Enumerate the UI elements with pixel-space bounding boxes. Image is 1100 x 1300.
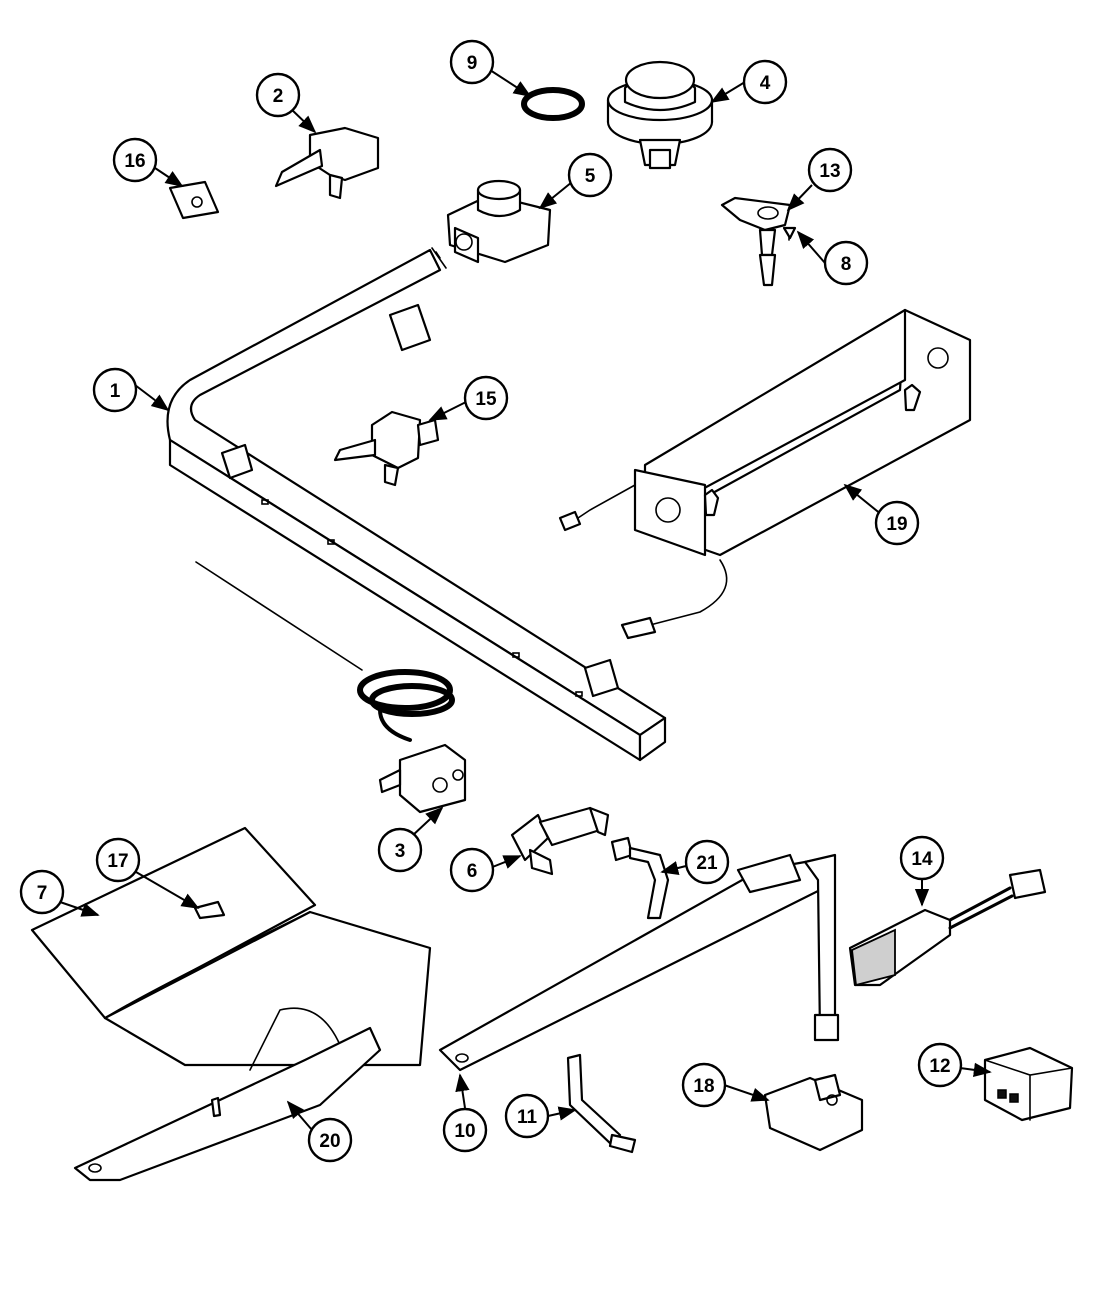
igniter-14: [848, 868, 1047, 987]
svg-text:11: 11: [517, 1107, 538, 1128]
leader-3: [411, 806, 444, 837]
clip-17: [193, 900, 226, 920]
screw-8: [782, 226, 797, 241]
burner-head-4: [606, 60, 714, 170]
callout-8: 8: [823, 240, 869, 286]
callout-3: 3: [377, 827, 423, 873]
svg-text:9: 9: [467, 53, 478, 74]
leader-7: [59, 901, 100, 917]
callout-9: 9: [449, 39, 495, 85]
leader-12: [959, 1062, 992, 1077]
callout-7: 7: [19, 869, 65, 915]
leader-4: [710, 81, 746, 103]
manifold-pipe: [166, 247, 667, 762]
callout-1: 1: [92, 367, 138, 413]
callout-16: 16: [112, 137, 158, 183]
callout-11: 11: [504, 1093, 550, 1139]
callout-4: 4: [742, 59, 788, 105]
svg-text:15: 15: [475, 389, 497, 410]
leader-15: [428, 401, 467, 421]
svg-text:7: 7: [37, 883, 48, 904]
svg-text:5: 5: [585, 166, 596, 187]
svg-text:21: 21: [696, 853, 718, 874]
tube-11: [566, 1053, 637, 1154]
svg-text:17: 17: [107, 851, 128, 872]
svg-text:19: 19: [886, 514, 907, 535]
callout-17: 17: [95, 837, 141, 883]
svg-text:3: 3: [395, 841, 406, 862]
burner-20: [73, 1026, 382, 1182]
leader-8: [796, 230, 826, 264]
svg-text:10: 10: [454, 1121, 475, 1142]
heat-shield-7: [30, 826, 432, 1076]
callout-15: 15: [463, 375, 509, 421]
callout-6: 6: [449, 847, 495, 893]
svg-text:13: 13: [819, 161, 840, 182]
leader-2: [289, 107, 317, 134]
electrode-13: [720, 196, 792, 287]
svg-text:14: 14: [911, 849, 933, 870]
svg-text:12: 12: [929, 1056, 950, 1077]
bake-burner-10: [438, 853, 840, 1072]
leader-11: [547, 1106, 577, 1121]
regulator-5: [446, 179, 552, 264]
callout-2: 2: [255, 72, 301, 118]
valve-15: [333, 410, 440, 487]
svg-text:8: 8: [841, 254, 852, 275]
switch-18: [763, 1073, 864, 1152]
oven-burner-bracket-19: [558, 308, 972, 640]
callout-19: 19: [874, 500, 920, 546]
callout-18: 18: [681, 1062, 727, 1108]
svg-text:6: 6: [467, 861, 478, 882]
leader-16: [154, 167, 184, 187]
callout-12: 12: [917, 1042, 963, 1088]
callout-5: 5: [567, 152, 613, 198]
leader-13: [786, 184, 813, 212]
leader-5: [538, 181, 573, 210]
svg-text:18: 18: [693, 1076, 714, 1097]
clip-16: [168, 180, 220, 220]
leader-10: [455, 1073, 470, 1109]
leader-17: [135, 871, 200, 909]
leader-18: [723, 1084, 770, 1102]
leader-20: [286, 1100, 313, 1131]
svg-text:2: 2: [273, 86, 284, 107]
callout-21: 21: [684, 839, 730, 885]
leader-6: [489, 855, 522, 869]
thermostat-3: [195, 561, 467, 814]
leader-1: [134, 384, 170, 412]
callout-14: 14: [899, 835, 945, 881]
spark-module-12: [983, 1046, 1074, 1122]
elbow-6: [510, 806, 610, 876]
valve-2: [274, 126, 380, 200]
svg-text:4: 4: [760, 73, 771, 94]
o-ring-9: [521, 87, 585, 121]
callout-10: 10: [442, 1107, 488, 1153]
leader-9: [489, 69, 532, 97]
callout-13: 13: [807, 147, 853, 193]
svg-text:20: 20: [319, 1131, 340, 1152]
svg-text:1: 1: [110, 381, 121, 402]
svg-text:16: 16: [124, 151, 145, 172]
leader-21: [660, 861, 687, 876]
leader-19: [843, 483, 883, 516]
tube-21: [610, 836, 670, 920]
callout-20: 20: [307, 1117, 353, 1163]
